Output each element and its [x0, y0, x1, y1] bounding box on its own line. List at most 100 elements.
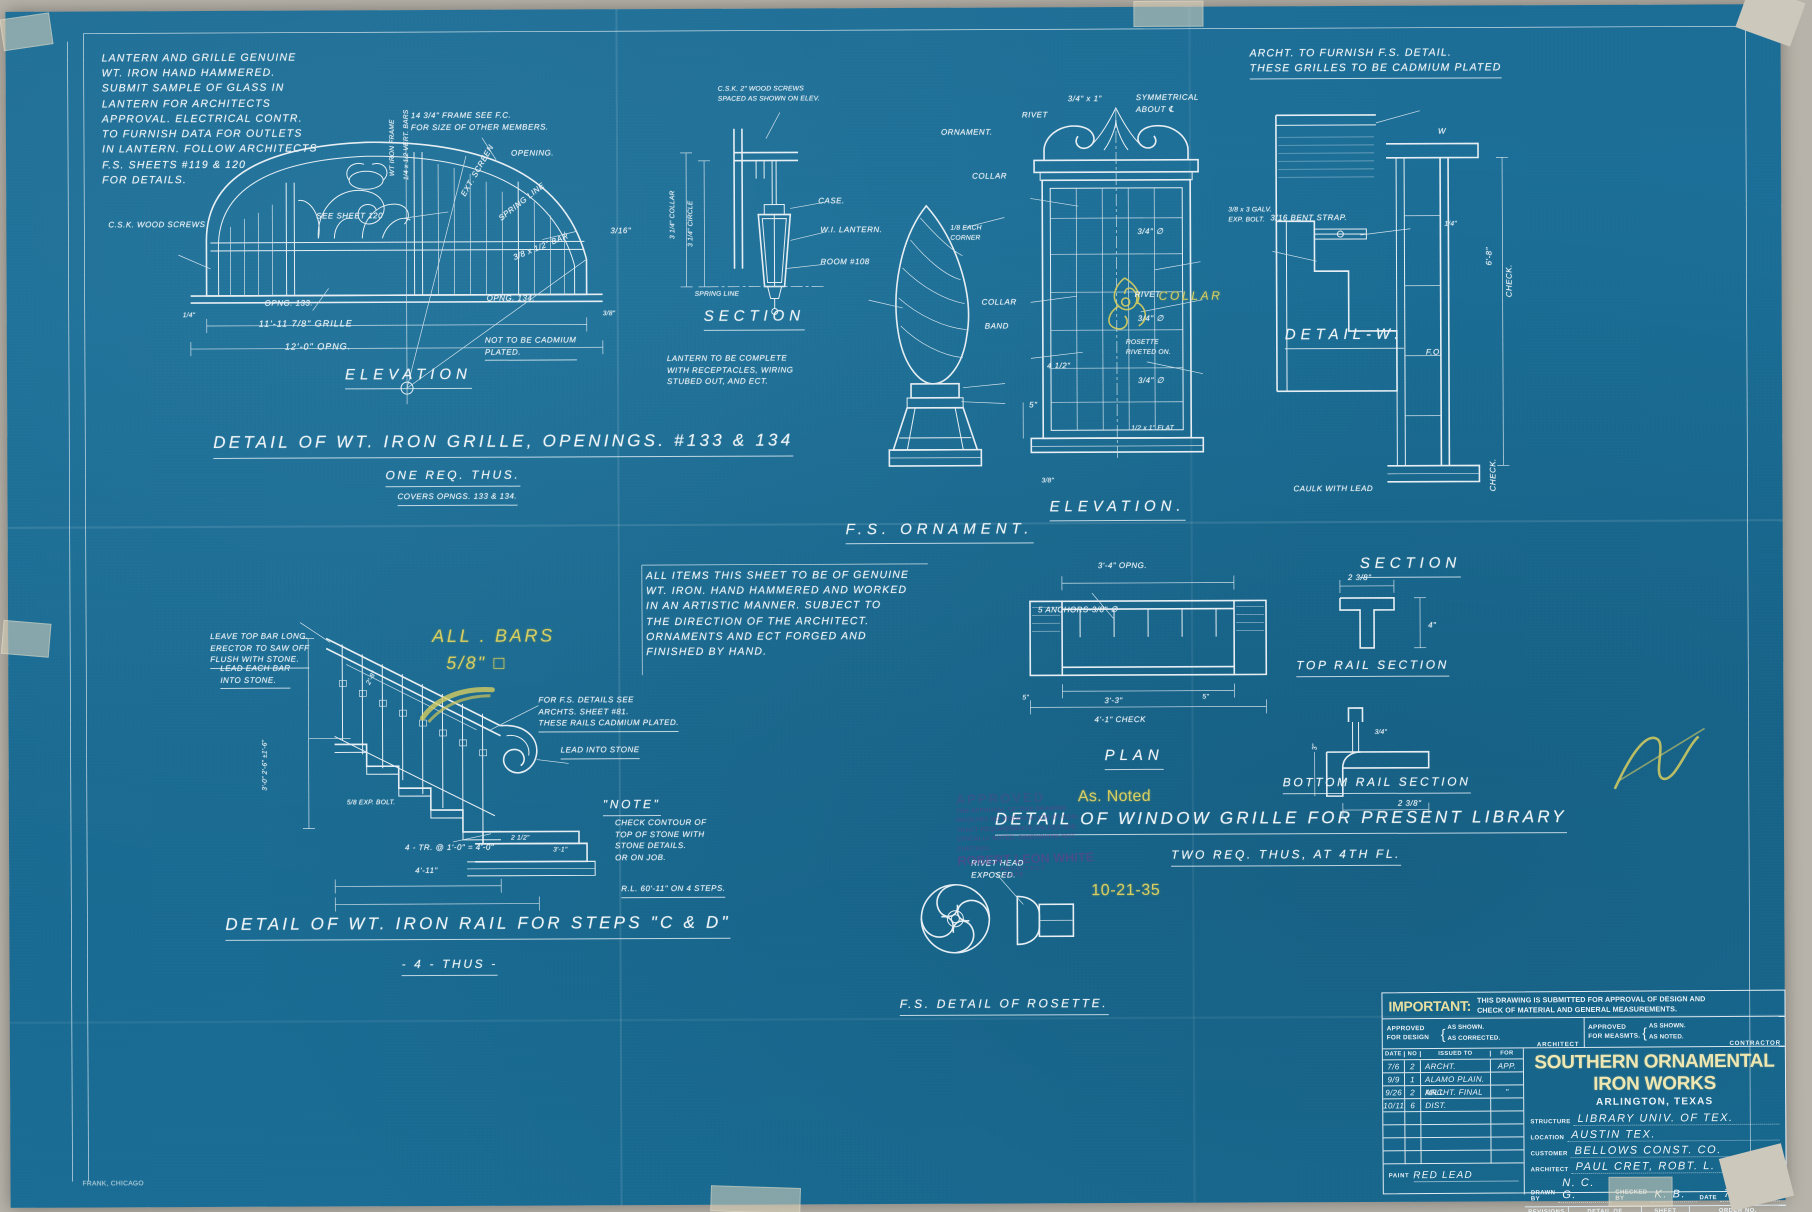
pencil-all-bars-line2: 5/8" □ [446, 652, 507, 673]
issued-row[interactable] [1383, 1150, 1524, 1165]
caption-top-rail-section: TOP RAIL SECTION [1296, 656, 1450, 678]
col-no: NO [1404, 1051, 1421, 1058]
dim-bottom-rail-depth: 3" [1311, 743, 1319, 751]
dim-see-sheet-120: SEE SHEET 120 [316, 211, 384, 221]
architect-row: ARCHITECT PAUL CRET, ROBT. L. WHITE [1531, 1159, 1780, 1175]
caption-section: SECTION [703, 305, 806, 331]
caption-four-thus: - 4 - THUS - [401, 955, 498, 977]
dim-treads: 4 - TR. @ 1'-0" = 4'-0" [405, 842, 495, 853]
issued-row-no: 2 [1405, 1085, 1422, 1099]
col-for: FOR [1500, 1050, 1514, 1057]
drawn-by-value[interactable]: N. C. G. [1558, 1177, 1613, 1203]
approved-for-design-label: APPROVED FOR DESIGN [1386, 1024, 1430, 1041]
paint-value[interactable]: RED LEAD [1413, 1169, 1519, 1183]
issued-row-for [1492, 1150, 1524, 1163]
center-note-rule [636, 556, 937, 683]
issued-row-date: 7/6 [1382, 1059, 1405, 1073]
note-check-contour: CHECK CONTOUR OF TOP OF STONE WITH STONE… [614, 817, 707, 863]
order-no-label: ORDER NO. [1718, 1207, 1758, 1212]
issued-row-no: 2 [1404, 1059, 1421, 1073]
dim-quarter-inch: 1/4" [182, 312, 196, 320]
caption-covers-opngs: COVERS OPNGS. 133 & 134. [397, 490, 518, 506]
title-block-bottom-row: REVISIONS 9/26 DETAIL OF GRILLES EXTER- … [1524, 1204, 1787, 1212]
caption-detail-rail: DETAIL OF WT. IRON RAIL FOR STEPS "C & D… [225, 910, 731, 941]
architect-value[interactable]: PAUL CRET, ROBT. L. WHITE [1571, 1159, 1780, 1175]
approved-for-design[interactable]: APPROVED FOR DESIGN { AS SHOWN. AS CORRE… [1383, 1018, 1584, 1049]
issued-row-for [1491, 1137, 1523, 1150]
dim-plan-five-right: 5" [1202, 693, 1209, 701]
top-rail-section-drawing [1328, 576, 1458, 667]
detail-of-cell: DETAIL OF GRILLES EXTER- IOR & INTERIOR [1568, 1206, 1643, 1212]
dim-rivet-label: RIVET [1134, 289, 1161, 299]
note-fs-details-sheet-81: FOR F.S. DETAILS SEE ARCHTS. SHEET #81. … [538, 693, 679, 733]
architect-signature-label: ARCHITECT [1536, 1041, 1580, 1049]
issued-row-date [1383, 1124, 1406, 1138]
detail-w-drawing [1256, 100, 1477, 411]
sheet-border [5, 4, 1785, 1208]
issued-row-date [1383, 1111, 1406, 1125]
issued-row-to [1421, 1124, 1492, 1138]
issued-row-to: ALAMO PLAIN. MILL [1420, 1072, 1492, 1097]
issued-row-no [1405, 1124, 1422, 1138]
revisions-cell: REVISIONS 9/26 [1524, 1206, 1570, 1212]
location-label: LOCATION [1530, 1135, 1565, 1142]
stamp-body-text: THE APPROVAL OF THIS DRAWING INVOLVES NO… [955, 804, 1079, 853]
window-grille-elevation-drawing [1016, 102, 1238, 473]
company-header: SOUTHERN ORNAMENTAL IRON WORKS ARLINGTON… [1524, 1047, 1785, 1109]
checked-by-value[interactable]: K. B. [1650, 1188, 1697, 1203]
dim-eighth-each-corner: 1/8 EACH CORNER [950, 224, 982, 242]
dim-collar-1: COLLAR [972, 171, 1008, 181]
dim-spring-line-2: SPRING LINE [694, 290, 740, 298]
title-block-right: SOUTHERN ORNAMENTAL IRON WORKS ARLINGTON… [1524, 1047, 1787, 1212]
issued-row-date: 10/11 [1383, 1098, 1406, 1112]
dim-three-quarter-dia-2: 3/4" ∅ [1137, 313, 1164, 323]
customer-value[interactable]: BELLOWS CONST. CO. [1570, 1143, 1780, 1159]
dim-band: BAND [984, 321, 1009, 331]
dim-rl-steps: R.L. 60'-11" ON 4 STEPS. [621, 882, 726, 898]
customer-row: CUSTOMER BELLOWS CONST. CO. [1530, 1143, 1780, 1159]
paint-label: PAINT [1388, 1173, 1410, 1180]
dim-four-and-half: 4 1/2" [1046, 361, 1071, 371]
note-header-note: "NOTE" [602, 796, 661, 817]
issued-row-no: 6 [1405, 1098, 1422, 1112]
structure-row: STRUCTURE LIBRARY UNIV. OF TEX. [1530, 1111, 1780, 1127]
dim-vert-bars: 1/4 x 1/2 VERT. BARS [402, 109, 411, 181]
dim-five-inch: 5" [1029, 400, 1038, 410]
caption-elevation-grille: ELEVATION [344, 363, 472, 390]
arched-grille-elevation-drawing [166, 119, 607, 411]
stair-rail-elevation-drawing [238, 619, 599, 911]
title-block: IMPORTANT: THIS DRAWING IS SUBMITTED FOR… [1381, 989, 1787, 1212]
dim-three-quarter-dia-1: 3/4" ∅ [1137, 226, 1164, 236]
dim-opening-width: 12'-0" OPNG. [284, 341, 352, 352]
dim-symmetrical-about: SYMMETRICAL ABOUT ℄ [1135, 92, 1199, 114]
approval-fields: APPROVED FOR DESIGN { AS SHOWN. AS CORRE… [1382, 1016, 1785, 1050]
note-upper-left: LANTERN AND GRILLE GENUINE WT. IRON HAND… [101, 51, 318, 187]
approved-for-measurements[interactable]: APPROVED FOR MEASMTS. { AS SHOWN. AS NOT… [1583, 1016, 1785, 1048]
important-text: THIS DRAWING IS SUBMITTED FOR APPROVAL O… [1476, 993, 1706, 1015]
dim-collar-2: COLLAR [981, 297, 1017, 307]
note-lantern-complete: LANTERN TO BE COMPLETE WITH RECEPTACLES,… [666, 353, 794, 387]
structure-value[interactable]: LIBRARY UNIV. OF TEX. [1573, 1111, 1780, 1127]
dim-three-one: 3'-1" [553, 846, 568, 854]
dim-half-by-one-flat: 1/2 x 1" FLAT [1131, 424, 1175, 432]
date-value[interactable]: 7-30-35 [1719, 1188, 1780, 1202]
dim-three-quarter-by-one: 3/4" x 1" [1067, 94, 1102, 104]
dim-six-eight: 6'-8" [1484, 247, 1494, 266]
caption-two-req: TWO REQ. THUS, AT 4TH FL. [1171, 845, 1402, 868]
location-value[interactable]: AUSTIN TEX. [1567, 1127, 1780, 1143]
dim-check-bottom: CHECK. [1488, 458, 1498, 492]
dim-rosette-riveted: ROSETTE RIVETED ON. [1125, 338, 1171, 356]
dim-opng-133: OPNG. 133. [264, 298, 314, 308]
note-lead-each-bar: LEAD EACH BAR INTO STONE. [220, 662, 291, 690]
pencil-signature [1609, 722, 1719, 802]
date-label: DATE [1699, 1194, 1717, 1201]
lantern-section-drawing [646, 108, 877, 399]
dim-bent-strap: 3/16 BENT STRAP. [1270, 213, 1348, 223]
issued-row-no [1405, 1111, 1422, 1125]
brace-icon-left: { [1440, 1025, 1446, 1042]
note-lead-into-stone: LEAD INTO STONE [560, 744, 640, 760]
pencil-all-bars-line1: ALL . BARS [432, 625, 555, 647]
issued-row-no [1405, 1137, 1422, 1151]
printer-mark: FRANK, CHICAGO [82, 1180, 144, 1188]
